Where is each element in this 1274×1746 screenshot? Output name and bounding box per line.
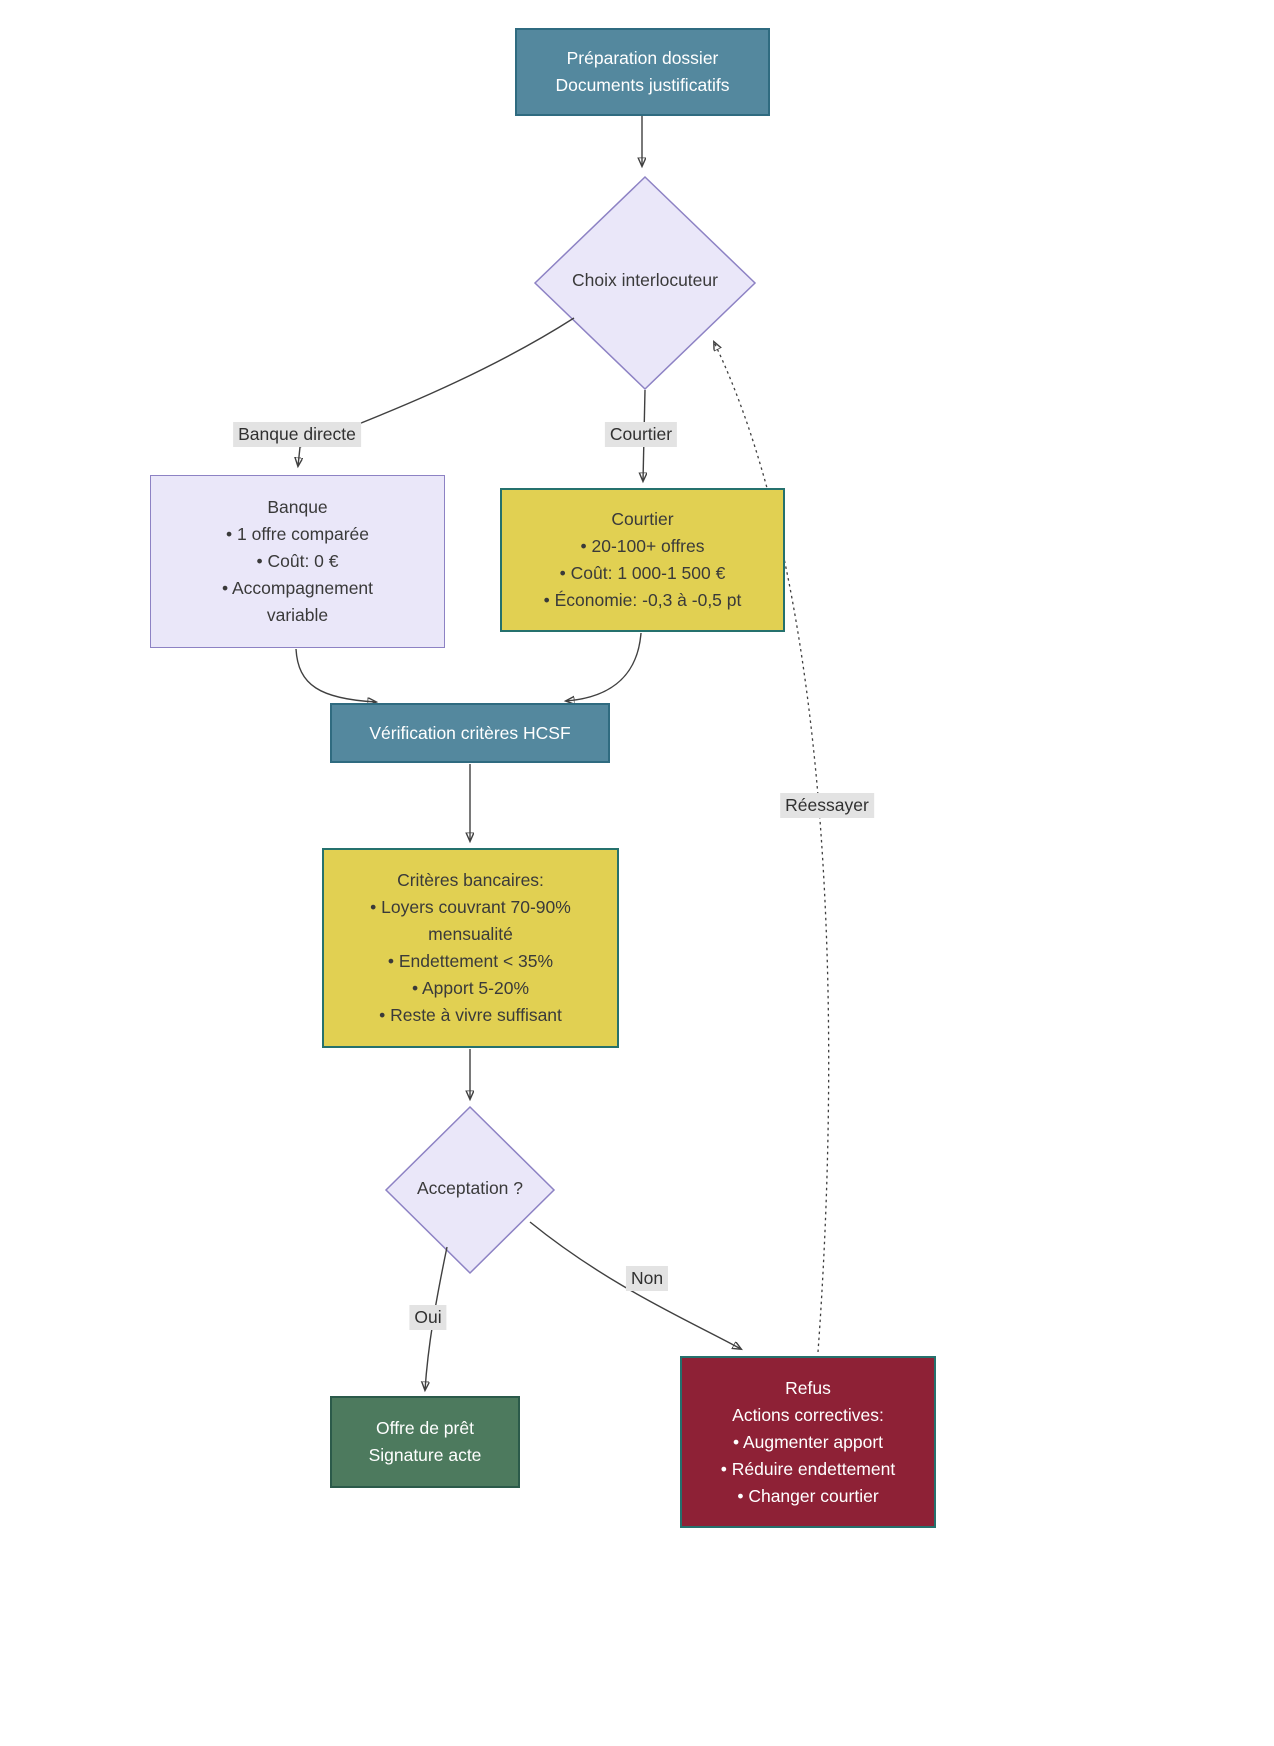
- node-line: Critères bancaires:: [397, 870, 544, 890]
- node-line: Refus: [785, 1377, 831, 1398]
- node-choix-interlocuteur: Choix interlocuteur: [572, 270, 718, 290]
- edge-acceptation-non: [529, 1221, 741, 1349]
- node-line: • Accompagnement variable: [221, 578, 374, 625]
- node-line: Documents justificatifs: [555, 75, 730, 95]
- node-courtier: Courtier • 20-100+ offres • Coût: 1 000-…: [500, 488, 785, 632]
- node-line: • 1 offre comparée: [226, 524, 369, 544]
- node-line: • Apport 5-20%: [411, 978, 530, 998]
- edge-banque-to-hcsf: [295, 648, 376, 702]
- node-line: • Réduire endettement: [720, 1458, 896, 1479]
- edge-label-banque-directe: Banque directe: [233, 422, 361, 447]
- edge-label-non: Non: [625, 1266, 669, 1291]
- node-preparation-dossier: Préparation dossier Documents justificat…: [515, 28, 770, 116]
- node-criteres-bancaires: Critères bancaires: • Loyers couvrant 70…: [322, 848, 619, 1048]
- node-line: Signature acte: [368, 1445, 482, 1465]
- node-line: • Coût: 0 €: [256, 551, 339, 571]
- node-line: • Endettement < 35%: [387, 951, 554, 971]
- choix-diamond-shape: [533, 175, 757, 391]
- node-line: Préparation dossier: [566, 48, 719, 68]
- node-refus: Refus Actions correctives: • Augmenter a…: [680, 1356, 936, 1528]
- node-line: • 20-100+ offres: [580, 536, 705, 556]
- edge-label-reessayer: Réessayer: [780, 793, 874, 818]
- node-line: • Reste à vivre suffisant: [379, 1005, 562, 1025]
- edge-courtier-to-hcsf: [566, 632, 642, 701]
- node-line: Offre de prêt: [376, 1418, 474, 1438]
- edge-label-courtier: Courtier: [604, 422, 678, 447]
- node-line: • Économie: -0,3 à -0,5 pt: [543, 590, 742, 610]
- edge-label-oui: Oui: [409, 1305, 447, 1330]
- node-line: Vérification critères HCSF: [369, 722, 571, 743]
- node-offre-de-pret: Offre de prêt Signature acte: [330, 1396, 520, 1488]
- node-line: • Augmenter apport: [732, 1431, 884, 1452]
- node-verification-hcsf: Vérification critères HCSF: [330, 703, 610, 763]
- node-line: Courtier: [611, 509, 674, 529]
- node-line: Banque: [267, 497, 328, 517]
- node-banque: Banque • 1 offre comparée • Coût: 0 € • …: [150, 475, 445, 648]
- node-line: • Coût: 1 000-1 500 €: [559, 563, 726, 583]
- node-line: Actions correctives:: [732, 1404, 884, 1425]
- node-acceptation: Acceptation ?: [416, 1178, 524, 1198]
- node-line: • Loyers couvrant 70-90% mensualité: [370, 897, 571, 944]
- node-line: • Changer courtier: [737, 1485, 879, 1506]
- acceptation-diamond-shape: [384, 1105, 556, 1275]
